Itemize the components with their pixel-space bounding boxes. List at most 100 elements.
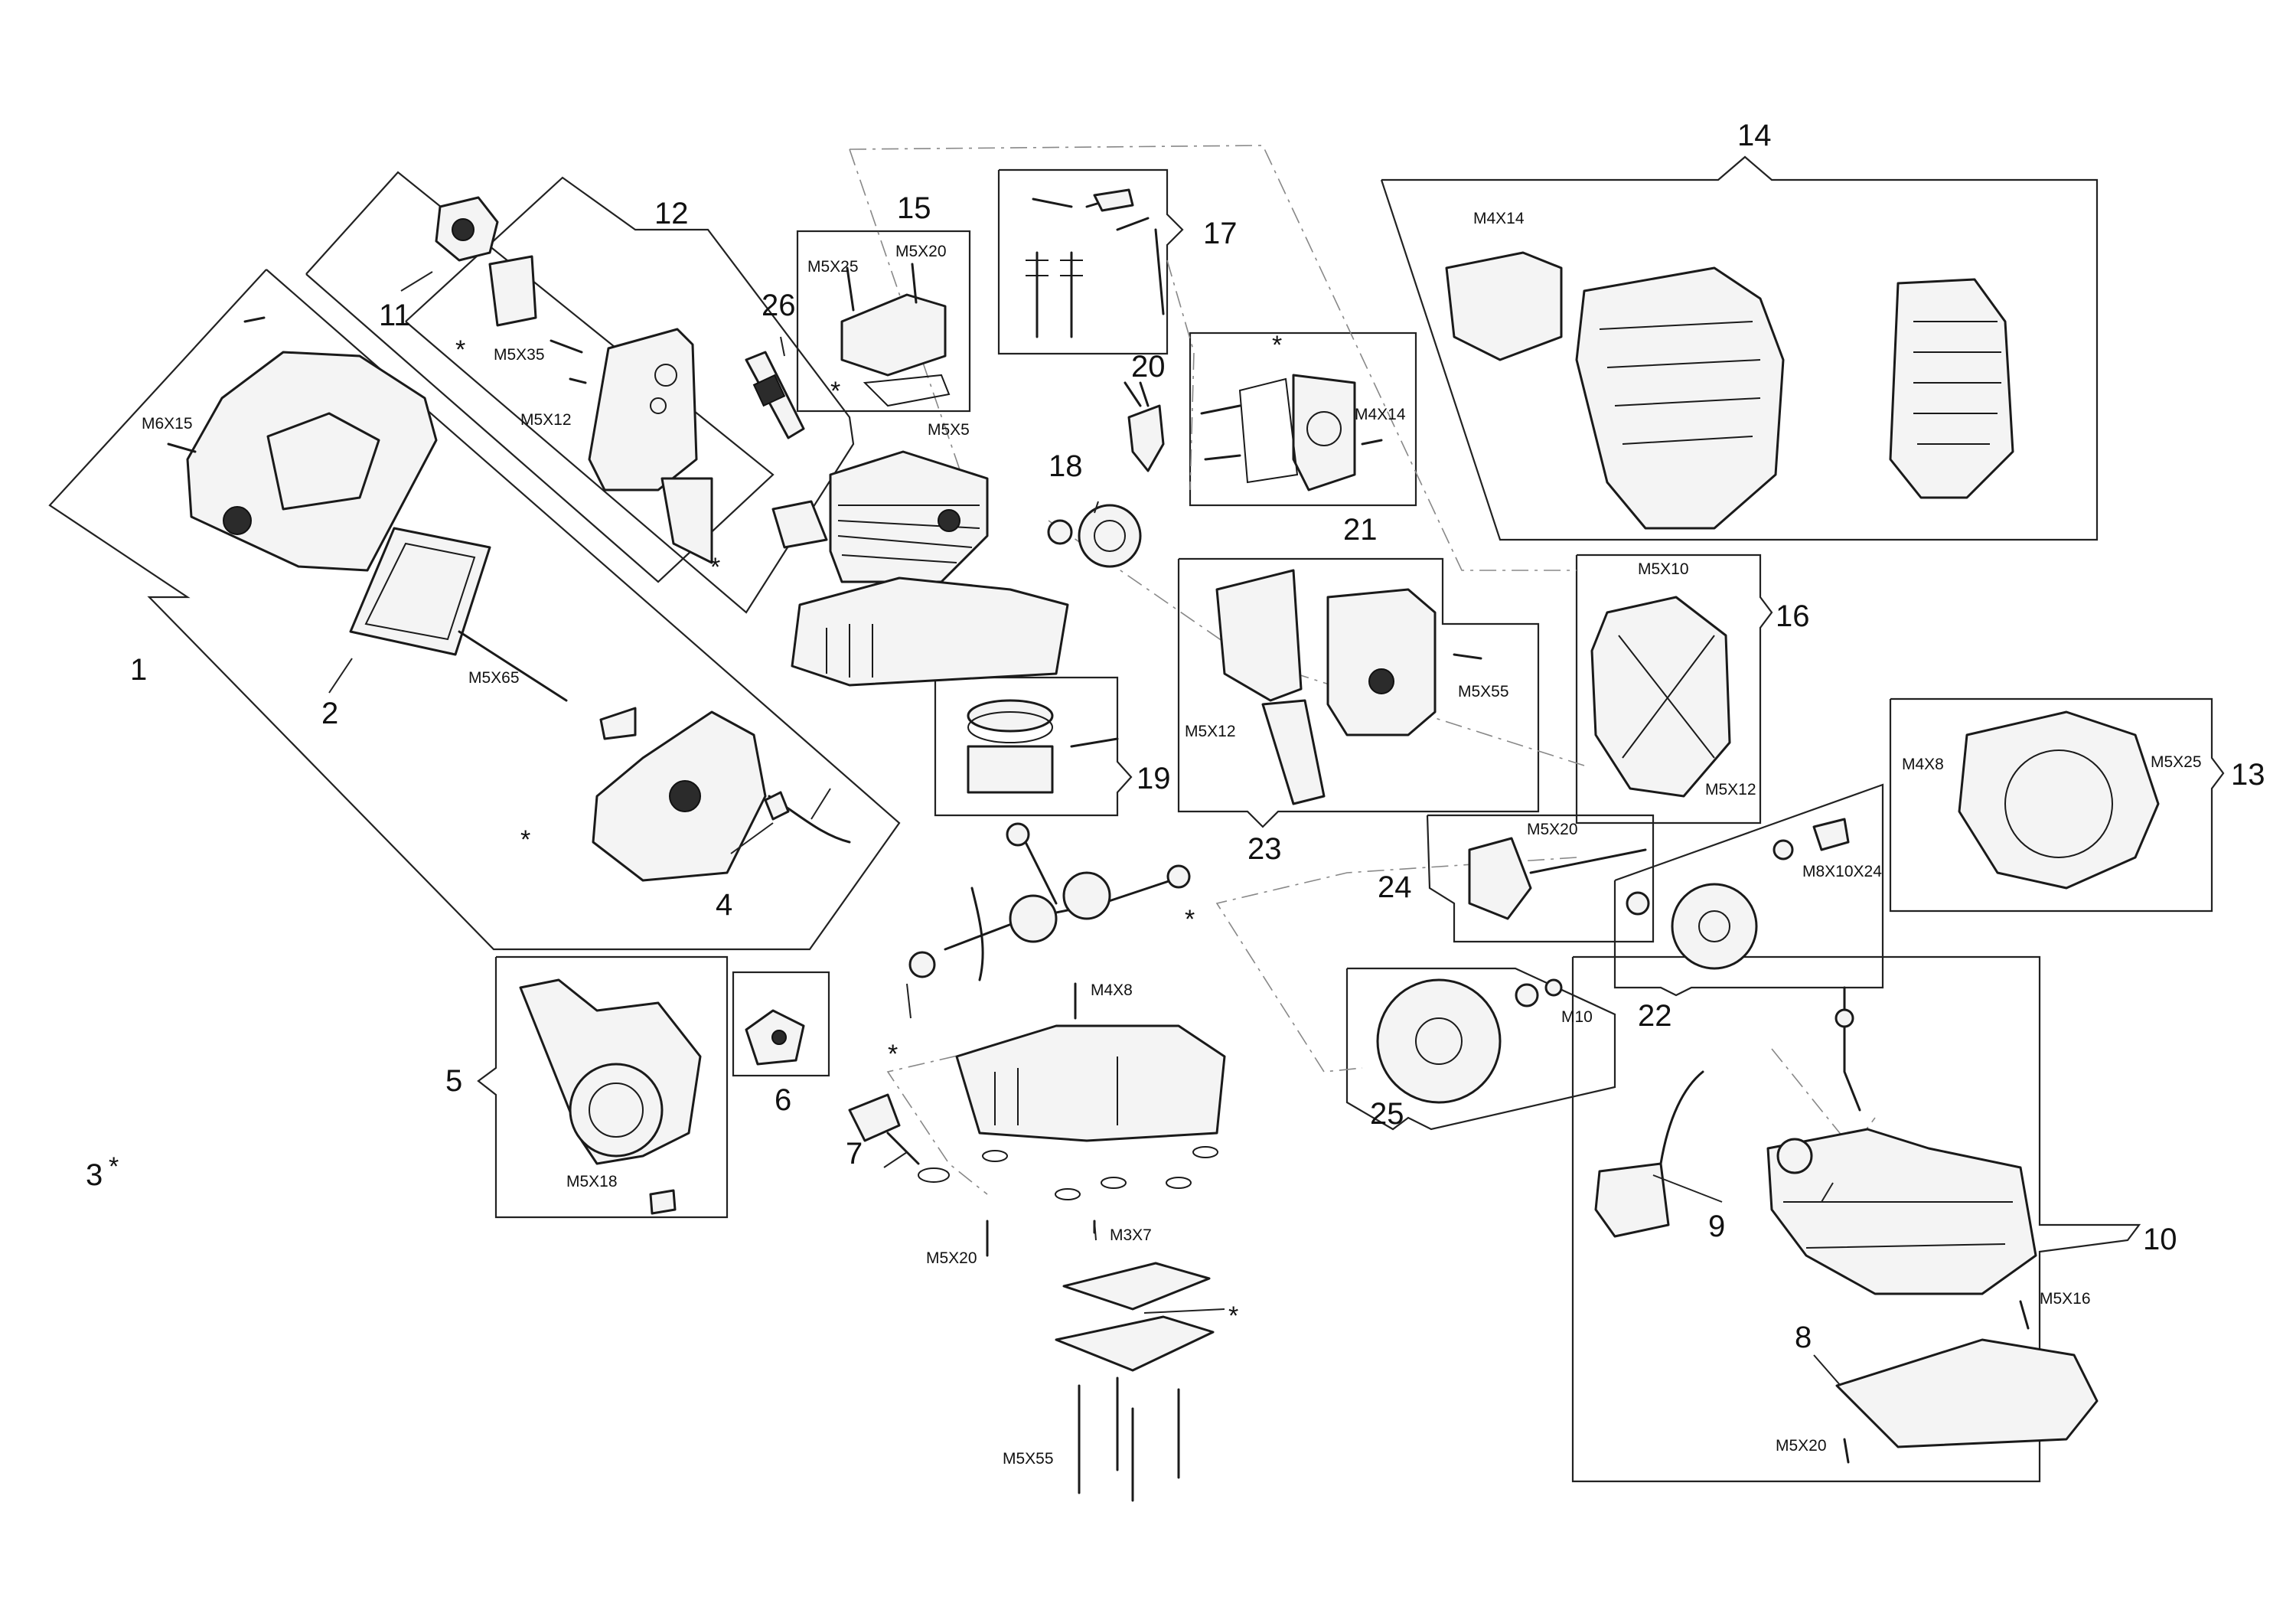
asterisk-marker: * [830,377,840,406]
fastener-label: M4X8 [1902,756,1944,773]
asterisk-marker: * [710,553,720,582]
asterisk-marker: * [1185,905,1195,934]
part-16-label: 16 [1776,599,1810,633]
group-12-outline [405,176,855,614]
fastener-label: M5X55 [1003,1450,1054,1468]
oil-dipstick-part [848,1093,950,1183]
throttle-part [1468,837,1647,920]
part-11-label: 11 [379,299,411,332]
fastener-label: M5X20 [1776,1437,1827,1455]
group-6-outline [732,971,830,1077]
fastener-labels: M6X15 M5X65 M5X35 M5X12 M5X25 M5X20 M5X5… [142,210,2202,1468]
part-17-label: 17 [1203,217,1238,250]
fastener-label: M5X12 [1705,781,1756,798]
part-3-asterisk: * [109,1152,119,1181]
asterisk-marker: * [520,825,530,854]
fastener-label: M5X20 [895,243,947,260]
engine-cover-part [1445,251,2014,530]
fastener-label: M5X25 [2151,753,2202,771]
cam-gear-part [1047,504,1142,568]
fastener-label: M4X14 [1473,210,1525,227]
part-24-label: 24 [1378,870,1412,904]
fastener-label: M4X14 [1355,406,1406,423]
cylinder-part [791,450,1069,687]
part-25-label: 25 [1370,1097,1404,1131]
group-11-outline [305,171,775,583]
valve-cover-part [840,263,951,407]
group-5-outline [477,955,729,1219]
fuel-cap-part [1594,1070,1704,1238]
group-19-outline [934,676,1133,817]
fastener-label: M5X18 [566,1173,618,1190]
part-5-label: 5 [445,1064,462,1098]
clutch-part [1626,818,1850,970]
piston-part [967,699,1119,794]
fastener-label: M5X12 [1185,723,1236,740]
part-7-label: 7 [846,1137,863,1171]
fastener-label: M4X8 [1091,981,1133,999]
flywheel-part [1376,978,1563,1104]
fastener-label: M5X25 [807,258,859,276]
part-13-label: 13 [2231,758,2265,792]
fastener-label: M5X20 [1527,821,1578,838]
crankshaft-part [908,822,1191,981]
asterisk-markers: * * * * * * * * [455,331,1282,1331]
part-2-label: 2 [321,697,338,730]
filter-element-part [349,527,491,656]
fuel-tank-part [1766,986,2037,1295]
group-23-outline [1177,557,1540,828]
group-21-outline [1189,331,1417,507]
leader-lines [328,229,1841,1386]
part-18-label: 18 [1049,449,1083,483]
part-number-labels: 1 2 3 * 4 5 6 7 8 9 10 11 12 13 14 15 16… [86,119,2265,1354]
fastener-label: M5X16 [2040,1290,2091,1308]
starter-pawl-part [745,1009,805,1066]
crankcase-part [955,982,1226,1257]
group-1-outline [48,269,901,951]
fastener-label: M5X10 [1638,560,1689,578]
cam-cover-part [1200,374,1383,491]
part-8-label: 8 [1795,1321,1812,1354]
part-21-label: 21 [1343,513,1378,547]
carburetor-part [435,196,499,262]
part-19-label: 19 [1137,762,1171,795]
group-16-outline [1575,554,1773,825]
muffler-part [1215,569,1482,805]
part-drawings [167,188,2160,1502]
asterisk-marker: * [1228,1301,1238,1331]
rocker-part [1124,381,1165,472]
part-14-label: 14 [1737,119,1772,152]
fan-housing-part [1958,710,2160,890]
fastener-label: M5X55 [1458,683,1509,700]
part-9-label: 9 [1708,1210,1725,1243]
valve-train-part [1026,188,1165,338]
tank-bracket-part [1835,1300,2099,1464]
group-14-outline [1380,155,2099,541]
fastener-label: M10 [1561,1008,1593,1026]
part-26-label: 26 [762,289,796,322]
group-22-outline [1613,783,1884,997]
carburetor-adapter-part [592,707,851,882]
group-15-outline [796,230,971,413]
part-6-label: 6 [775,1083,791,1117]
part-12-label: 12 [654,197,689,230]
group-10-outline [1571,955,2141,1483]
fastener-label: M3X7 [1110,1226,1152,1244]
group-17-outline [997,168,1184,355]
part-10-label: 10 [2143,1223,2177,1256]
recoil-starter-part [519,978,702,1215]
fastener-label: M5X12 [520,411,572,429]
muffler-guard-part [1590,596,1731,798]
part-3-label: 3 [86,1158,103,1192]
fastener-label: M5X65 [468,669,520,687]
asterisk-marker: * [1272,331,1282,360]
part-23-label: 23 [1247,832,1282,866]
long-bolt-part [458,630,568,702]
fastener-label: M5X35 [494,346,545,364]
fastener-label: M5X20 [926,1249,977,1267]
fastener-label: M5X5 [928,421,970,439]
air-box-part [488,255,828,564]
spark-plug-part [745,351,805,439]
part-20-label: 20 [1131,350,1166,384]
